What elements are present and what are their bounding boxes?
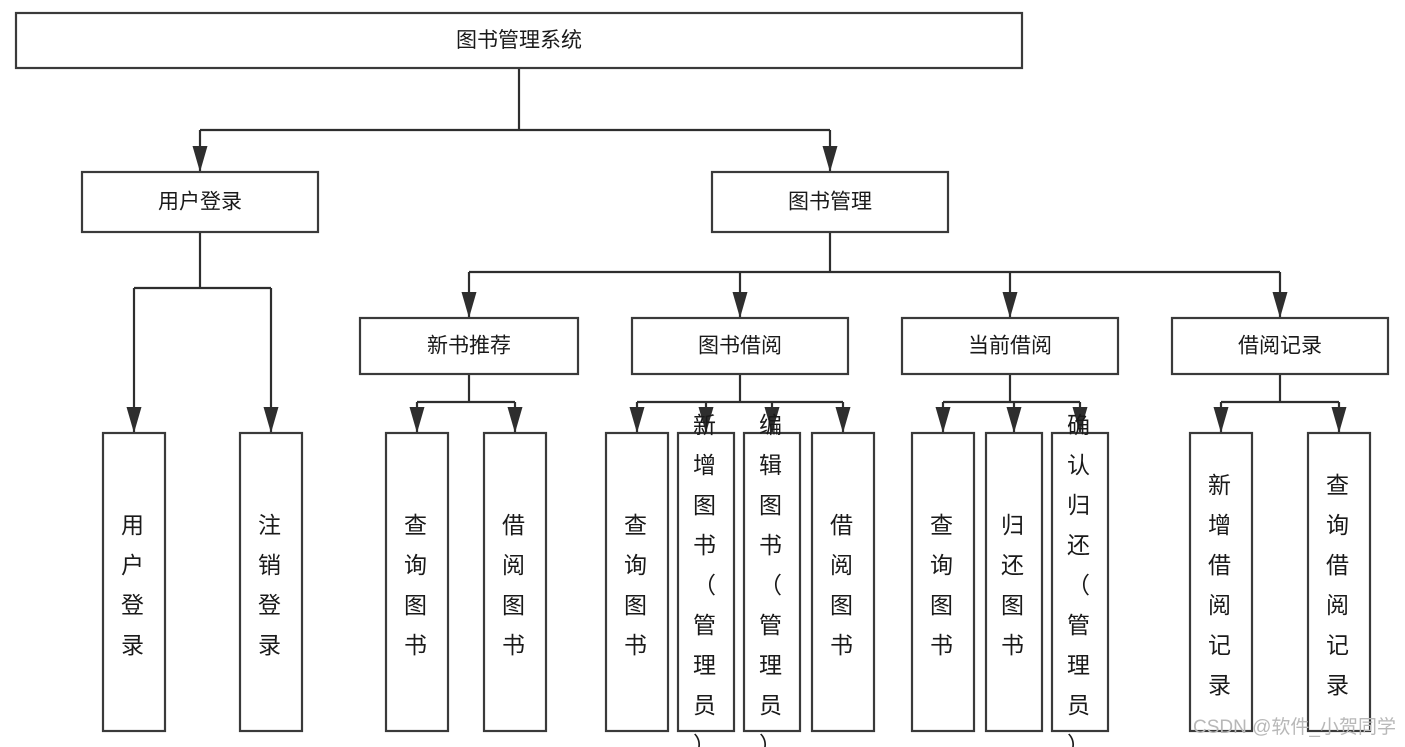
current-borrow-arrow-icon-1 (1006, 407, 1022, 433)
node-box[interactable] (384, 431, 450, 733)
node-label: 查询图书 (404, 512, 430, 658)
current-borrow-arrow-icon-0 (935, 407, 951, 433)
node-box[interactable] (80, 170, 320, 234)
leaf-node-leaf-add-record[interactable]: 新增借阅记录 (1188, 431, 1254, 733)
node-layer: 图书管理系统用户登录图书管理新书推荐图书借阅当前借阅借阅记录用户登录注销登录查询… (14, 11, 1390, 747)
node-label: 新书推荐 (427, 335, 511, 358)
level2-node-user-login[interactable]: 用户登录 (80, 170, 320, 234)
leaf-node-leaf-logout[interactable]: 注销登录 (238, 431, 304, 733)
node-label: 查询图书 (930, 512, 956, 658)
node-box[interactable] (742, 431, 802, 733)
csdn-watermark: CSDN @软件_小贺同学 (1193, 716, 1396, 738)
root-node-root[interactable]: 图书管理系统 (14, 11, 1024, 70)
leaf-node-leaf-return-book[interactable]: 归还图书 (984, 431, 1044, 733)
node-label: 用户登录 (158, 191, 242, 214)
node-box[interactable] (238, 431, 304, 733)
node-label: 用户登录 (121, 512, 147, 658)
book-manage-arrow-icon-0 (461, 292, 477, 318)
leaf-node-leaf-borrow-book-1[interactable]: 借阅图书 (482, 431, 548, 733)
leaf-node-leaf-query-book-1[interactable]: 查询图书 (384, 431, 450, 733)
node-box[interactable] (810, 431, 876, 733)
node-box[interactable] (910, 431, 976, 733)
node-box[interactable] (710, 170, 950, 234)
node-label: 确认归还（管理员） (1067, 412, 1093, 747)
node-label: 编辑图书（管理员） (759, 412, 785, 747)
root-arrow-icon-1 (822, 146, 838, 172)
node-label: 注销登录 (258, 512, 284, 658)
node-label: 图书管理系统 (456, 29, 582, 52)
leaf-node-leaf-query-record[interactable]: 查询借阅记录 (1306, 431, 1372, 733)
node-label: 查询图书 (624, 512, 650, 658)
node-box[interactable] (1306, 431, 1372, 733)
node-box[interactable] (984, 431, 1044, 733)
node-box[interactable] (630, 316, 850, 376)
leaf-node-leaf-user-login[interactable]: 用户登录 (101, 431, 167, 733)
new-book-rec-arrow-icon-1 (507, 407, 523, 433)
borrow-record-arrow-icon-1 (1331, 407, 1347, 433)
connector-layer (126, 68, 1347, 433)
current-borrow-arrow-icon-2 (1072, 407, 1088, 433)
book-manage-arrow-icon-3 (1272, 292, 1288, 318)
node-label: 图书管理 (788, 191, 872, 214)
level3-node-new-book-rec[interactable]: 新书推荐 (358, 316, 580, 376)
book-borrow-arrow-icon-3 (835, 407, 851, 433)
node-box[interactable] (1170, 316, 1390, 376)
leaf-node-leaf-confirm-return[interactable]: 确认归还（管理员） (1050, 412, 1110, 747)
leaf-node-leaf-edit-book[interactable]: 编辑图书（管理员） (742, 412, 802, 747)
leaf-node-leaf-query-book-2[interactable]: 查询图书 (604, 431, 670, 733)
node-box[interactable] (1050, 431, 1110, 733)
node-label: 当前借阅 (968, 335, 1052, 358)
node-box[interactable] (676, 431, 736, 733)
node-box[interactable] (900, 316, 1120, 376)
book-manage-arrow-icon-2 (1002, 292, 1018, 318)
root-arrow-icon-0 (192, 146, 208, 172)
leaf-node-leaf-query-book-3[interactable]: 查询图书 (910, 431, 976, 733)
level3-node-borrow-record[interactable]: 借阅记录 (1170, 316, 1390, 376)
level3-node-current-borrow[interactable]: 当前借阅 (900, 316, 1120, 376)
node-label: 归还图书 (1001, 512, 1027, 658)
book-borrow-arrow-icon-0 (629, 407, 645, 433)
node-label: 借阅图书 (502, 512, 528, 658)
book-manage-arrow-icon-1 (732, 292, 748, 318)
node-box[interactable] (1188, 431, 1254, 733)
node-box[interactable] (358, 316, 580, 376)
book-borrow-arrow-icon-2 (764, 407, 780, 433)
leaf-node-leaf-add-book[interactable]: 新增图书（管理员） (676, 412, 736, 747)
user-login-arrow-icon-1 (263, 407, 279, 433)
node-label: 查询借阅记录 (1326, 472, 1352, 698)
node-box[interactable] (604, 431, 670, 733)
node-label: 图书借阅 (698, 335, 782, 358)
book-borrow-arrow-icon-1 (698, 407, 714, 433)
new-book-rec-arrow-icon-0 (409, 407, 425, 433)
borrow-record-arrow-icon-0 (1213, 407, 1229, 433)
node-label: 新增图书（管理员） (693, 412, 719, 747)
level3-node-book-borrow[interactable]: 图书借阅 (630, 316, 850, 376)
user-login-arrow-icon-0 (126, 407, 142, 433)
node-label: 借阅记录 (1238, 335, 1322, 358)
level2-node-book-manage[interactable]: 图书管理 (710, 170, 950, 234)
node-box[interactable] (101, 431, 167, 733)
node-box[interactable] (482, 431, 548, 733)
node-box[interactable] (14, 11, 1024, 70)
leaf-node-leaf-borrow-book-2[interactable]: 借阅图书 (810, 431, 876, 733)
node-label: 借阅图书 (830, 512, 856, 658)
node-label: 新增借阅记录 (1208, 472, 1234, 698)
